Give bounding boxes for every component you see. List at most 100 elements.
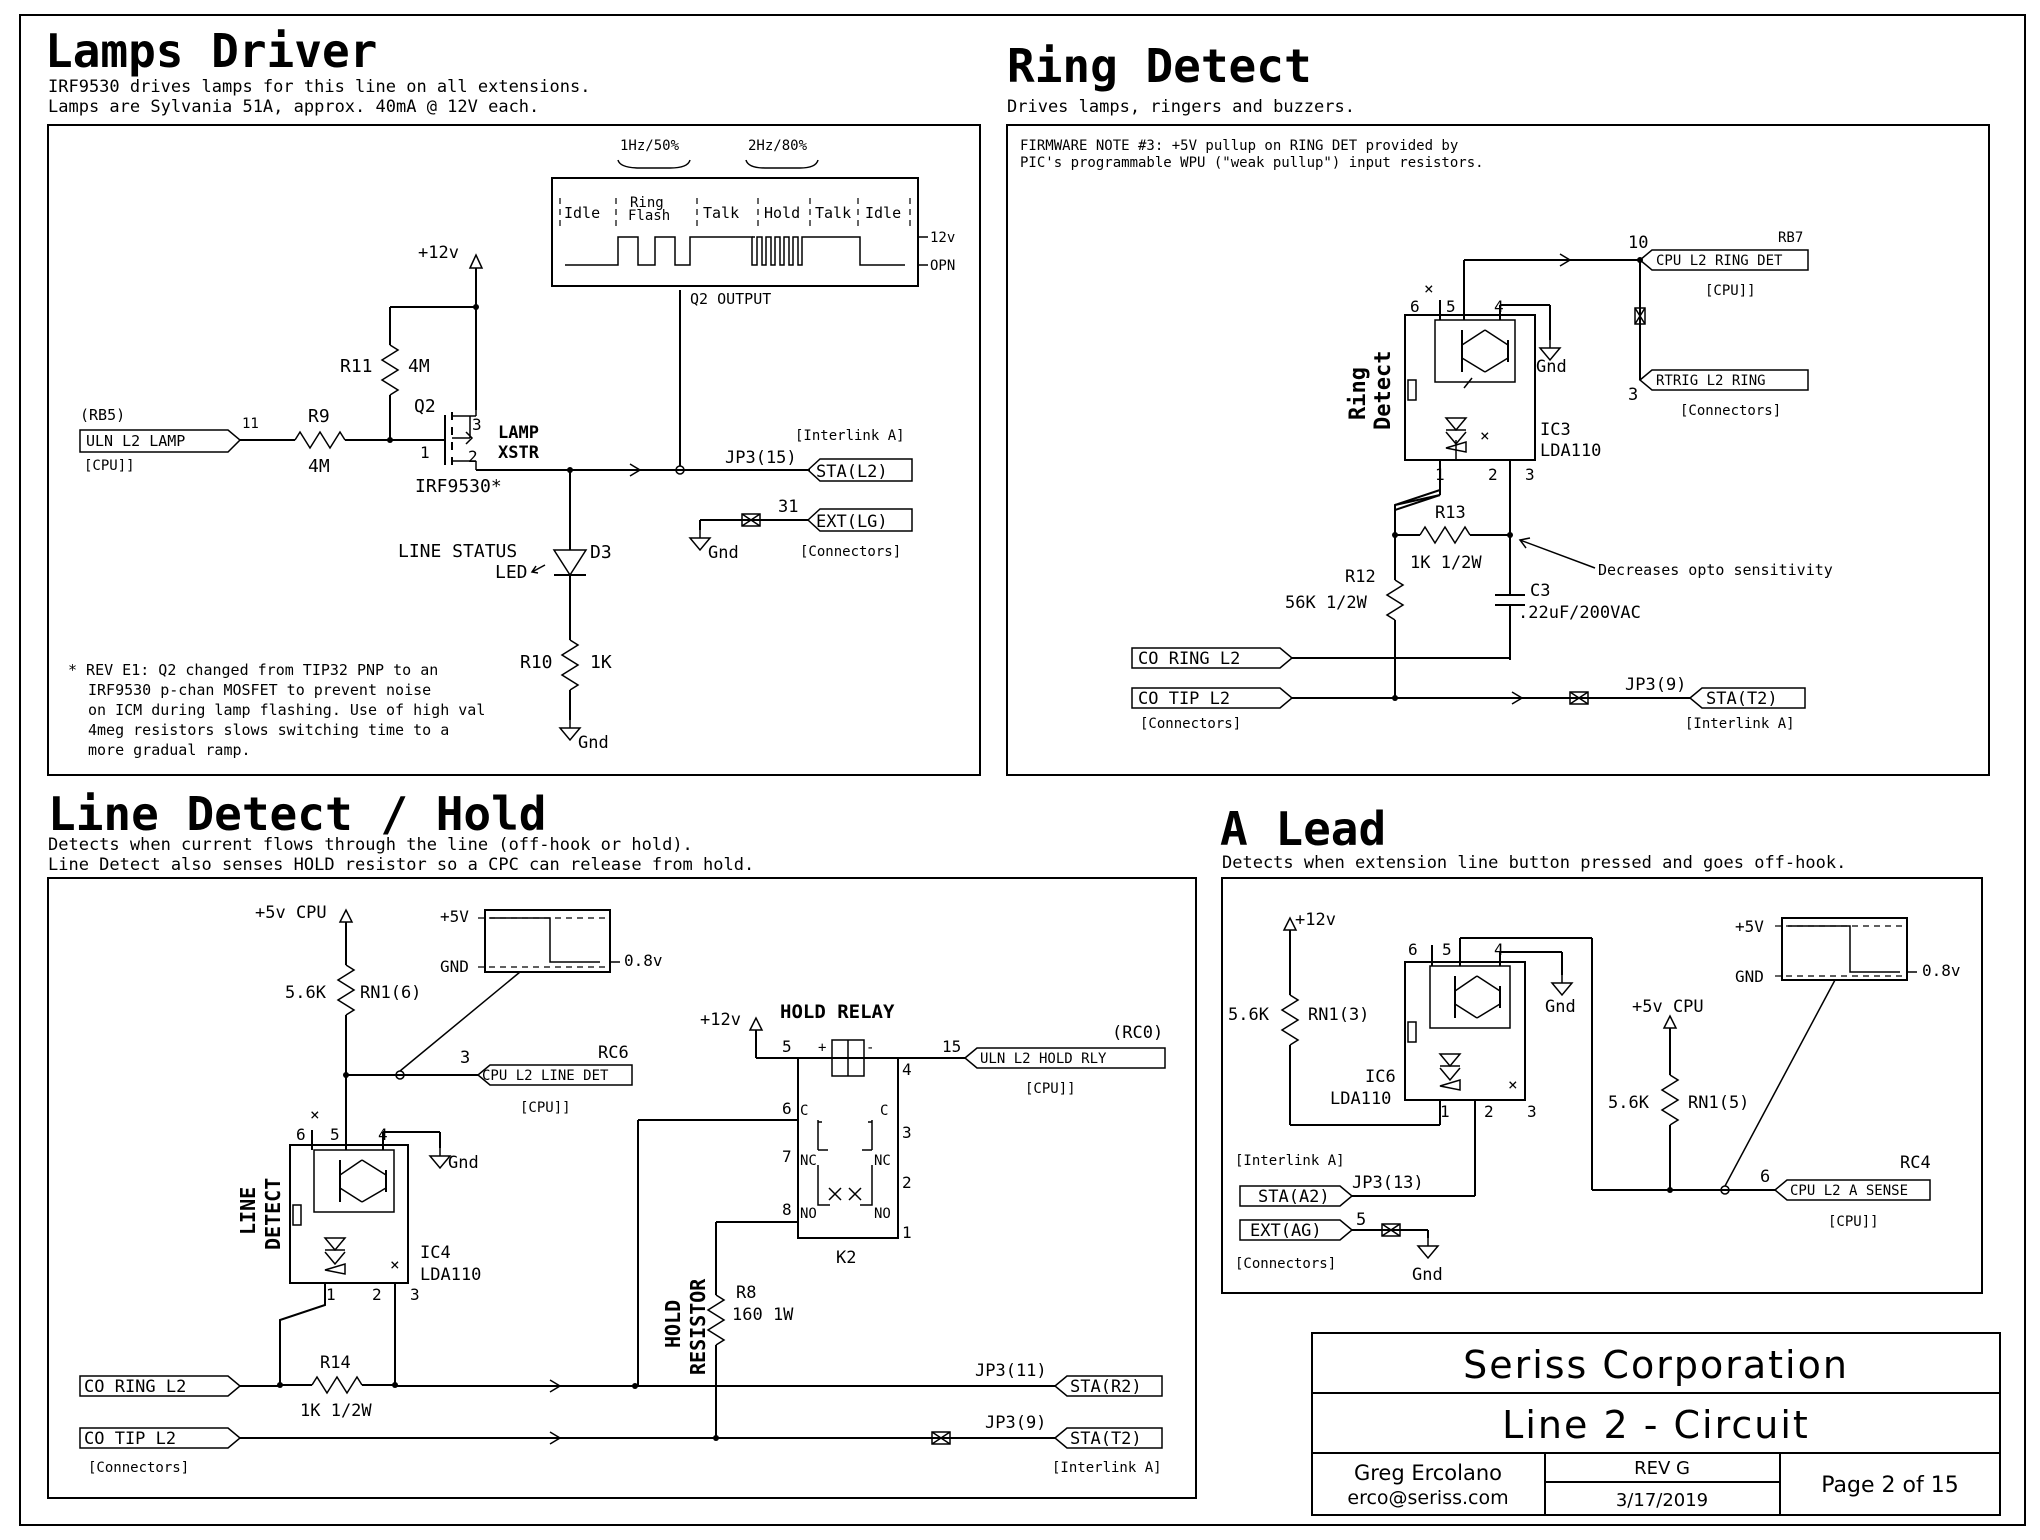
ext-ag-port — [1239, 1219, 1354, 1241]
k2-label: K2 — [836, 1248, 856, 1268]
wave-phase-talk: Talk — [703, 204, 739, 222]
page-number: Page 2 of 15 — [1821, 1473, 1958, 1498]
r9-resistor — [294, 430, 346, 450]
ring-interlink-tag: [Interlink A] — [1685, 716, 1795, 732]
ring-detect-vlabel-2: Detect — [1371, 351, 1396, 430]
lamps-note-1: * REV E1: Q2 changed from TIP32 PNP to a… — [68, 661, 438, 679]
lamps-cpu-tag: [CPU]] — [84, 458, 135, 474]
cpu-l2-ring-det-label: CPU L2 RING DET — [1656, 253, 1783, 269]
r12-value: 56K 1/2W — [1285, 593, 1368, 613]
ic4-pin1: 1 — [326, 1285, 336, 1304]
line-sta-t2-port — [1053, 1427, 1163, 1449]
co-ring-l2-label: CO RING L2 — [1138, 649, 1240, 669]
ic4-pin2: 2 — [372, 1285, 382, 1304]
line-co-ring-l2-port — [79, 1375, 242, 1397]
ring-detect-vlabel-1: Ring — [1346, 367, 1371, 420]
q2-output-label: Q2 OUTPUT — [690, 290, 771, 308]
lamps-12v-label: +12v — [418, 243, 459, 263]
ic6-pin3: 3 — [1527, 1102, 1537, 1121]
ic4-pin4: 4 — [378, 1125, 388, 1144]
q2-pin2: 2 — [468, 447, 478, 466]
pin-31-label: 31 — [778, 497, 798, 517]
r9-value: 4M — [308, 456, 330, 477]
line-5v-cpu: +5v CPU — [255, 903, 327, 923]
wave-opn: OPN — [930, 258, 955, 274]
r13-value: 1K 1/2W — [1410, 553, 1482, 573]
k2-pin3: 3 — [902, 1123, 912, 1142]
lamps-note-3: on ICM during lamp flashing. Use of high… — [88, 701, 485, 719]
line-subtitle-1: Detects when current flows through the l… — [48, 835, 693, 855]
rn1-3-value: 5.6K — [1228, 1005, 1270, 1025]
ic4-nc-x: × — [310, 1105, 320, 1124]
thr-08v: 0.8v — [624, 951, 663, 970]
k2-nc-right: NC — [874, 1153, 891, 1169]
k2-c-left: C — [800, 1103, 808, 1119]
wave-phase-idle2: Idle — [865, 204, 901, 222]
threshold-graph — [484, 909, 611, 973]
wave-label-1hz: 1Hz/50% — [620, 138, 680, 154]
k2-pin6: 6 — [782, 1099, 792, 1118]
alead-subtitle: Detects when extension line button press… — [1222, 853, 1846, 873]
rn1-5-value: 5.6K — [1608, 1093, 1650, 1113]
lamp-xstr-label-1: LAMP — [498, 423, 539, 443]
alead-12v: +12v — [1295, 910, 1336, 930]
d3-label: D3 — [590, 542, 612, 563]
sta-a2-label: STA(A2) — [1258, 1187, 1330, 1207]
ic6-optocoupler — [1404, 961, 1526, 1101]
ic3-nc-x2: × — [1480, 426, 1490, 445]
hold-resistor-vlabel-2: RESISTOR — [686, 1278, 710, 1375]
firmware-note-1: FIRMWARE NOTE #3: +5V pullup on RING DET… — [1020, 138, 1458, 154]
rn1-6-label: RN1(6) — [360, 983, 421, 1003]
cpu-l2-line-det-label: CPU L2 LINE DET — [482, 1068, 609, 1084]
sta-r2-port — [1053, 1375, 1163, 1397]
lamps-title: Lamps Driver — [45, 24, 377, 78]
ring-frame — [1006, 124, 1990, 776]
title-block: Seriss Corporation Line 2 - Circuit Greg… — [1311, 1332, 2001, 1516]
line-title: Line Detect / Hold — [48, 787, 547, 841]
alead-interlink-tag: [Interlink A] — [1235, 1153, 1345, 1169]
r14-value: 1K 1/2W — [300, 1401, 372, 1421]
ic4-nc-x2: × — [390, 1255, 400, 1274]
rn1-3-label: RN1(3) — [1308, 1005, 1369, 1025]
wave-phase-hold: Hold — [764, 204, 800, 222]
revision: REV G — [1634, 1458, 1690, 1479]
alead-thr-gnd: GND — [1735, 967, 1764, 986]
q2-part: IRF9530* — [415, 476, 502, 497]
line-co-ring-l2-label: CO RING L2 — [84, 1377, 186, 1397]
hold-relay-title: HOLD RELAY — [780, 1001, 895, 1023]
alead-title: A Lead — [1220, 802, 1386, 856]
line-pin3: 3 — [460, 1048, 470, 1068]
ic6-part: LDA110 — [1330, 1089, 1391, 1109]
q2-label: Q2 — [414, 396, 436, 417]
ring-connectors-tag: [Connectors] — [1680, 403, 1781, 419]
r8-label: R8 — [736, 1283, 756, 1303]
r10-gnd: Gnd — [578, 733, 609, 753]
cpu-l2-a-sense-label: CPU L2 A SENSE — [1790, 1183, 1908, 1199]
line-cpu-tag: [CPU]] — [520, 1100, 571, 1116]
r8-resistor — [706, 1294, 726, 1346]
coil-plus: + — [818, 1040, 826, 1056]
q2-mosfet — [444, 410, 477, 470]
jp3-15-label: JP3(15) — [725, 448, 797, 468]
rc4-label: RC4 — [1900, 1153, 1931, 1173]
hold-resistor-vlabel-1: HOLD — [661, 1300, 685, 1348]
a-lead-section: A Lead Detects when extension line butto… — [1220, 802, 1983, 1294]
k2-c-right: C — [880, 1103, 888, 1119]
ic3-pin4: 4 — [1494, 297, 1504, 316]
line-detect-vlabel-2: DETECT — [261, 1178, 285, 1250]
k2-pin4: 4 — [902, 1060, 912, 1079]
r10-value: 1K — [590, 652, 612, 673]
sta-l2-port — [806, 458, 913, 482]
ic6-label: IC6 — [1365, 1067, 1396, 1087]
r13-resistor — [1419, 525, 1471, 545]
thr-5v: +5V — [440, 907, 469, 926]
ring-sta-t2-port — [1688, 687, 1806, 709]
lamps-subtitle-1: IRF9530 drives lamps for this line on al… — [48, 77, 590, 97]
lamps-note-2: IRF9530 p-chan MOSFET to prevent noise — [88, 681, 431, 699]
ext-lg-label: EXT(LG) — [816, 512, 888, 532]
thr-gnd: GND — [440, 957, 469, 976]
lamp-xstr-label-2: XSTR — [498, 443, 540, 463]
ic6-pin1: 1 — [1440, 1102, 1450, 1121]
line-connectors-tag: [Connectors] — [88, 1460, 189, 1476]
line-co-tip-l2-port — [79, 1427, 242, 1449]
